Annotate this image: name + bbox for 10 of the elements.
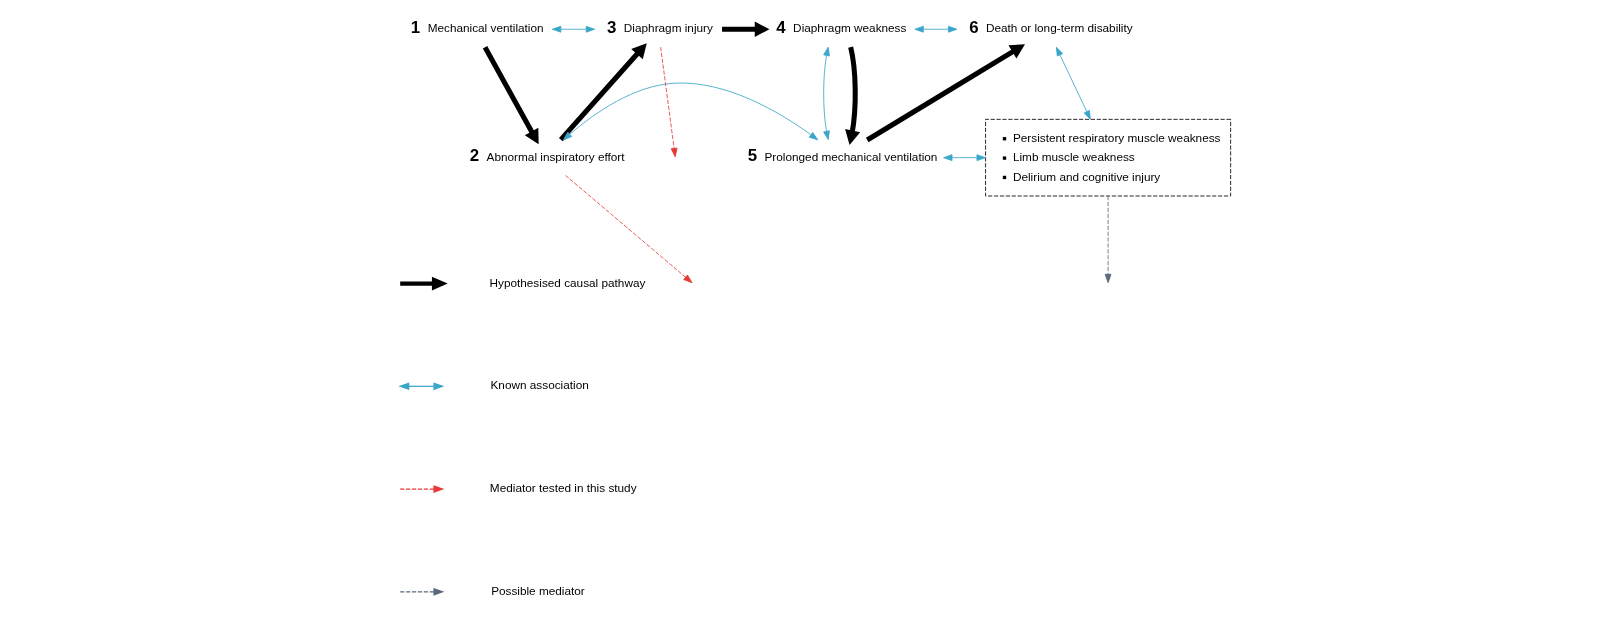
node-text: 2 Abnormal inspiratory effort xyxy=(469,146,625,166)
node-text: 6 Death or long-term disability xyxy=(968,17,1133,37)
node-text: 4 Diaphragm weakness xyxy=(775,17,906,37)
legend-label: Hypothesised causal pathway xyxy=(488,275,645,289)
node-text: 5 Prolonged mechanical ventilation xyxy=(747,146,937,166)
node-text: 1 Mechanical ventilation xyxy=(410,17,544,37)
legend-label: Possible mediator xyxy=(490,583,585,597)
node-text: 3 Diaphragm injury xyxy=(606,17,713,37)
legend-label: Mediator tested in this study xyxy=(489,481,637,495)
legend-label: Known association xyxy=(490,378,589,392)
